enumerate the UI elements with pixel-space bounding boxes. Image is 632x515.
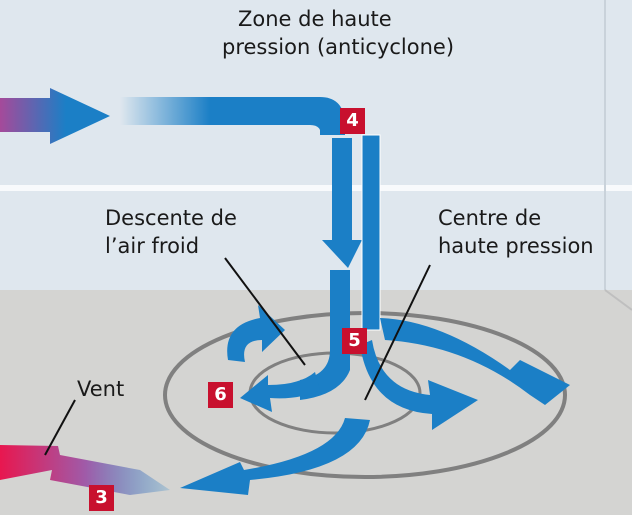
wind-label: Vent bbox=[77, 377, 125, 401]
descending-column-center bbox=[300, 270, 350, 400]
horizon-line bbox=[0, 185, 632, 191]
leader-wind bbox=[44, 399, 76, 456]
outflow-arrow-right-near bbox=[360, 340, 478, 430]
badge-4: 4 bbox=[340, 108, 365, 134]
badge-3: 3 bbox=[89, 485, 114, 511]
incoming-arrow bbox=[0, 88, 110, 144]
floor bbox=[0, 290, 632, 515]
leader-center bbox=[364, 264, 431, 401]
descent-label-line2: l’air froid bbox=[105, 234, 200, 258]
descent-label-line1: Descente de bbox=[105, 206, 237, 230]
swirl-arrow-left-lower bbox=[240, 372, 320, 412]
center-label-line2: haute pression bbox=[438, 234, 594, 258]
title-line2: pression (anticyclone) bbox=[222, 35, 455, 59]
descending-column-right bbox=[361, 134, 381, 331]
wind-arrow bbox=[0, 445, 170, 495]
outflow-arrow-front bbox=[180, 418, 370, 495]
center-label-line1: Centre de bbox=[438, 206, 542, 230]
sky-background bbox=[0, 0, 632, 290]
descending-arrow-left bbox=[322, 138, 362, 268]
leader-descent bbox=[224, 257, 306, 366]
badge-6: 6 bbox=[208, 382, 233, 408]
floor-edge bbox=[604, 289, 632, 311]
outflow-arrow-right-far bbox=[380, 318, 570, 405]
badge-5: 5 bbox=[342, 328, 367, 354]
upper-flow-arrow bbox=[120, 97, 345, 135]
title-line1: Zone de haute bbox=[238, 7, 392, 31]
